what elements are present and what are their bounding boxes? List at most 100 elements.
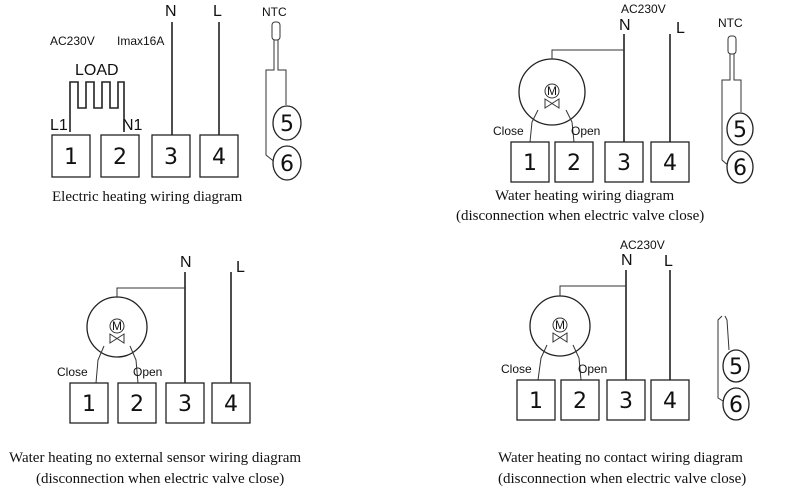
d4-terminal-6 <box>722 387 750 421</box>
d3-open-wire <box>129 345 139 384</box>
d1-terminal-1 <box>51 134 91 178</box>
d1-ntc-wire-a <box>265 40 277 164</box>
d2-open-wire <box>565 109 575 143</box>
d2-terminal-1-label: 1 <box>523 151 537 176</box>
d2-supply-label: AC230V <box>621 2 666 16</box>
d4-open-label: Open <box>578 362 607 376</box>
d2-terminal-4-label: 4 <box>663 151 677 176</box>
d1-caption: Electric heating wiring diagram <box>52 189 243 205</box>
d3-terminal-4 <box>211 382 251 424</box>
d2-terminal-6-label: 6 <box>733 156 747 181</box>
electric-heating-diagram: AC230V Imax16A N L NTC LOAD L1 N1 1 2 3 … <box>50 3 302 205</box>
d2-terminal-6 <box>726 150 754 184</box>
no-sensor-diagram: N L M Close Open 1 2 3 4 Water heating n… <box>9 254 301 487</box>
d4-n-label: N <box>621 252 633 269</box>
d4-terminal-2-label: 2 <box>573 389 587 414</box>
no-contact-diagram: AC230V N L M Close Open 1 2 3 4 5 6 Wate… <box>498 238 750 487</box>
d2-caption-title: Water heating wiring diagram <box>495 188 674 204</box>
d2-motor-label: M <box>547 84 557 98</box>
d2-motor-circle <box>544 83 560 99</box>
d1-l-label: L <box>213 3 222 20</box>
d2-n-label: N <box>619 17 631 34</box>
d3-l-label: L <box>236 259 245 276</box>
d1-terminal-5-label: 5 <box>280 112 294 137</box>
d2-terminal-5 <box>726 112 754 146</box>
d1-load-label: LOAD <box>75 62 119 79</box>
d4-terminal-2 <box>560 379 600 421</box>
d4-caption-title: Water heating no contact wiring diagram <box>498 450 743 466</box>
d4-motor-circle <box>552 317 568 333</box>
d1-terminal-2 <box>100 134 140 178</box>
d1-ntc-probe <box>271 21 281 41</box>
d4-valve-body <box>529 295 591 357</box>
d3-valve-body <box>86 296 148 358</box>
d4-terminal-3-label: 3 <box>619 389 633 414</box>
d3-terminal-1-label: 1 <box>82 392 96 417</box>
d4-caption-note: (disconnection when electric valve close… <box>498 471 746 487</box>
d2-terminal-2 <box>554 141 594 183</box>
d3-terminal-3 <box>165 382 205 424</box>
d4-l-label: L <box>664 253 673 270</box>
d2-terminal-1 <box>510 141 550 183</box>
d2-l-label: L <box>676 20 685 37</box>
d2-ntc-label: NTC <box>718 16 743 30</box>
d4-link-wire-b <box>724 315 730 351</box>
d3-valve-symbol <box>109 333 125 344</box>
d2-terminal-4 <box>650 141 690 183</box>
d4-terminal-4-label: 4 <box>663 389 677 414</box>
d1-terminal-4 <box>199 134 239 178</box>
d4-open-wire <box>572 344 582 381</box>
d2-close-label: Close <box>493 124 524 138</box>
d1-terminal-6-label: 6 <box>280 152 294 177</box>
d1-terminal-5 <box>272 105 302 141</box>
d4-motor-label: M <box>555 318 565 332</box>
d1-n-label: N <box>165 3 177 20</box>
d1-ntc-label: NTC <box>262 5 287 19</box>
d1-n1-label: N1 <box>122 117 143 134</box>
d2-open-label: Open <box>571 124 600 138</box>
d2-terminal-3 <box>604 141 644 183</box>
d1-load-element <box>69 81 125 132</box>
d3-caption-note: (disconnection when electric valve close… <box>36 471 284 487</box>
d3-terminal-2 <box>117 382 157 424</box>
d3-motor-label: M <box>112 319 122 333</box>
d4-terminal-5-label: 5 <box>729 355 743 380</box>
d2-terminal-2-label: 2 <box>567 151 581 176</box>
d4-terminal-1 <box>516 379 556 421</box>
d2-ntc-wire-a <box>721 54 732 169</box>
d3-close-label: Close <box>57 365 88 379</box>
d1-l1-label: L1 <box>50 117 68 134</box>
d2-valve-body <box>518 58 586 126</box>
d3-close-wire <box>95 345 105 384</box>
d2-terminal-5-label: 5 <box>733 118 747 143</box>
d1-terminal-3 <box>151 134 191 178</box>
d1-terminal-4-label: 4 <box>212 145 226 170</box>
d1-current-label: Imax16A <box>117 34 164 48</box>
d1-terminal-2-label: 2 <box>113 145 127 170</box>
d2-close-wire <box>529 109 539 143</box>
d4-terminal-1-label: 1 <box>529 389 543 414</box>
d1-terminal-1-label: 1 <box>64 145 78 170</box>
d3-terminal-3-label: 3 <box>178 392 192 417</box>
d2-ntc-wire-b <box>733 54 742 112</box>
d4-terminal-4 <box>650 379 690 421</box>
d2-valve-symbol <box>544 98 560 109</box>
d1-terminal-3-label: 3 <box>164 145 178 170</box>
water-heating-diagram: AC230V N L NTC M Close Open 1 2 3 4 5 6 … <box>456 2 754 224</box>
d1-supply-label: AC230V <box>50 34 95 48</box>
d3-terminal-4-label: 4 <box>224 392 238 417</box>
d1-ntc-wire-b <box>277 40 287 105</box>
d4-close-label: Close <box>501 362 532 376</box>
d4-valve-symbol <box>552 332 568 343</box>
d3-terminal-2-label: 2 <box>130 392 144 417</box>
d4-terminal-5 <box>722 349 750 383</box>
d4-supply-label: AC230V <box>620 238 665 252</box>
d2-ntc-probe <box>727 35 737 55</box>
d3-n-label: N <box>180 254 192 271</box>
d4-terminal-3 <box>606 379 646 421</box>
d1-terminal-6 <box>272 145 302 181</box>
d3-motor-circle <box>109 318 125 334</box>
d3-caption-title: Water heating no external sensor wiring … <box>9 450 301 466</box>
d3-terminal-1 <box>69 382 109 424</box>
